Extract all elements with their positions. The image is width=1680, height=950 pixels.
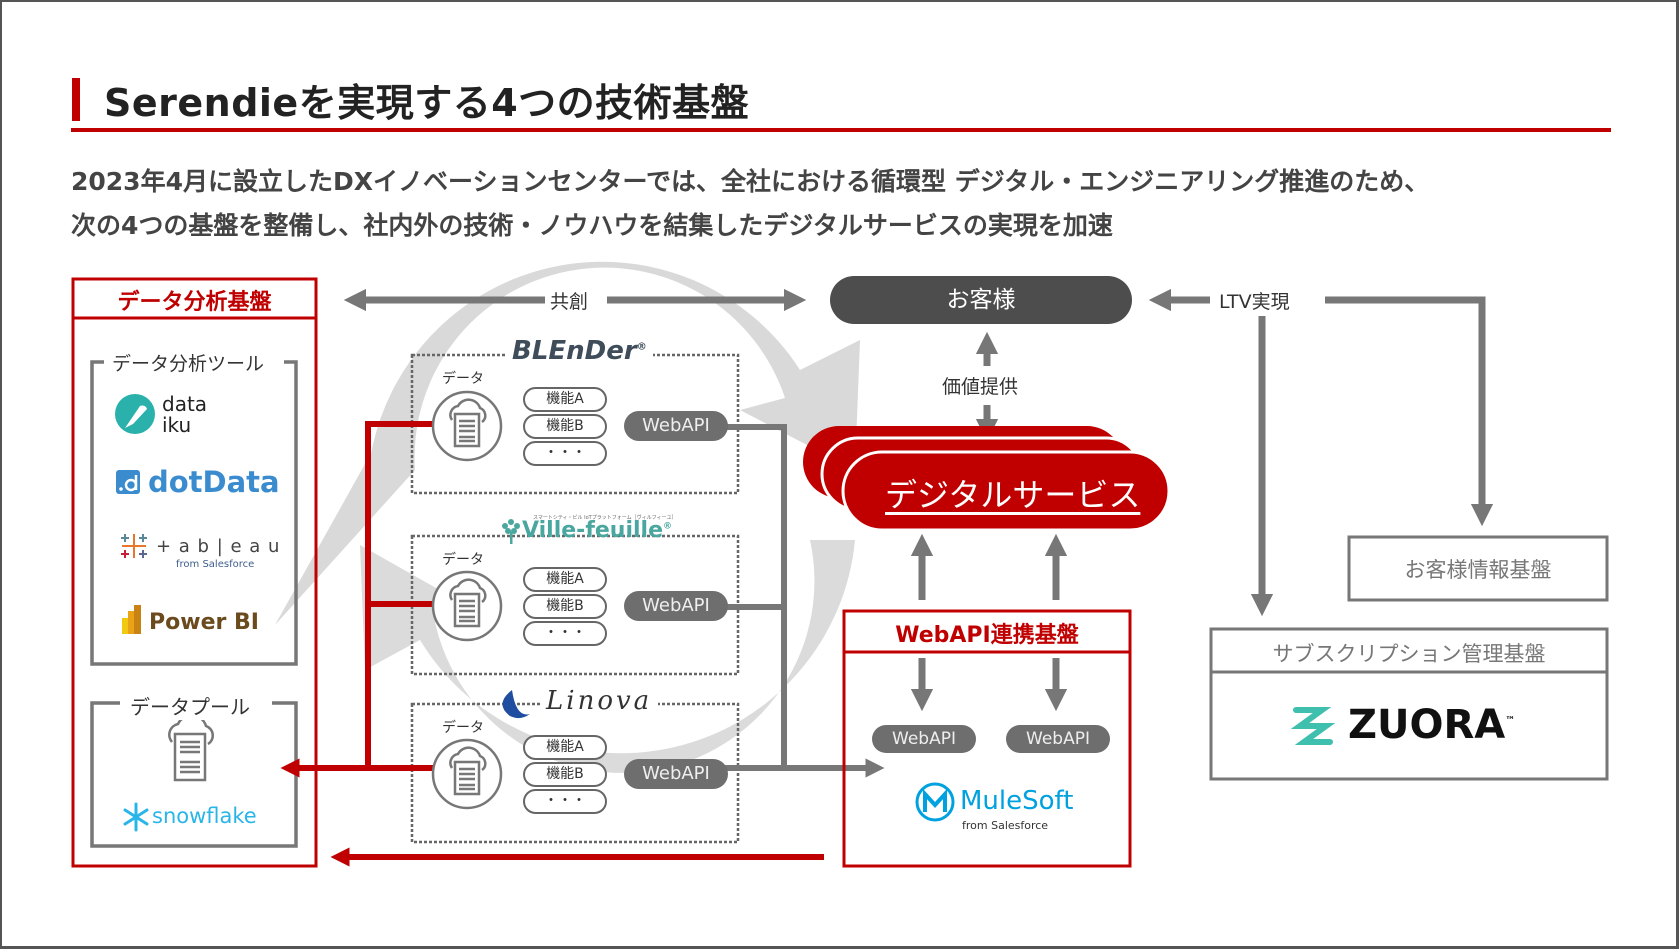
dataiku-logo-line2: iku — [162, 413, 192, 437]
blender-logo: BLEnDer® — [506, 336, 653, 366]
linova-logo: Linova — [540, 686, 659, 716]
lead-line-1: 2023年4月に設立したDXイノベーションセンターでは、全社における循環型 デジ… — [71, 167, 1430, 196]
customer-info-box — [1347, 535, 1609, 602]
webapi-platform-heading: WebAPI連携基盤 — [895, 623, 1079, 648]
villefeuille-logo-text: Ville-feuille — [522, 518, 664, 543]
blender-logo-text: BLEnDer — [512, 336, 637, 366]
zuora-logo-mark: ™ — [1505, 715, 1516, 727]
mulesoft-logo: MuleSoft — [960, 786, 1074, 816]
cycle-swirl-graphic — [275, 261, 860, 773]
webapi-gray-lines — [725, 424, 885, 778]
platform-webapi-badge: WebAPI — [624, 759, 728, 789]
dataiku-logo: data iku — [162, 394, 207, 436]
zuora-logo: ZUORA™ — [1348, 702, 1515, 748]
page-title: Serendieを実現する4つの技術基盤 — [104, 81, 750, 125]
co-creation-label: 共創 — [550, 291, 589, 313]
mulesoft-icon — [915, 782, 955, 822]
ltv-arrow-customer-info — [1325, 296, 1494, 527]
cloud-server-icon — [431, 390, 503, 462]
villefeuille-logo-mark: ® — [663, 521, 673, 532]
zuora-logo-text: ZUORA — [1348, 702, 1506, 748]
tableau-cross-icon — [121, 534, 147, 558]
dataiku-bird-icon — [115, 394, 155, 434]
platform-webapi-badge: WebAPI — [624, 411, 728, 441]
blender-logo-mark: ® — [636, 341, 647, 353]
data-pool-label: データプール — [122, 691, 258, 720]
dotdata-logo: dotData — [148, 465, 280, 499]
linova-swoosh-icon — [502, 690, 530, 719]
dataiku-logo-line1: data — [162, 392, 208, 416]
webapi-platform-box — [842, 609, 1132, 868]
customer-info-label: お客様情報基盤 — [1404, 558, 1552, 582]
powerbi-logo: Power BI — [149, 610, 259, 635]
subscription-heading: サブスクリプション管理基盤 — [1272, 642, 1546, 666]
platform-webapi-badge: WebAPI — [624, 591, 728, 621]
feature-pill: 機能A — [523, 735, 607, 760]
feature-pill: 機能B — [523, 594, 607, 619]
snowflake-icon — [123, 802, 149, 832]
feature-pill: 機能A — [523, 387, 607, 412]
feature-pill: 機能B — [523, 414, 607, 439]
villefeuille-logo-sub: スマートシティ・ビル IoTプラットフォーム［ヴィルフィーユ］ — [533, 515, 677, 521]
digital-service-stack — [803, 426, 1171, 532]
snowflake-logo: snowflake — [152, 804, 257, 828]
villefeuille-tree-icon — [502, 519, 520, 544]
digital-service-label: デジタルサービス — [885, 476, 1141, 514]
mulesoft-logo-sub: from Salesforce — [962, 819, 1049, 832]
data-analysis-heading: データ分析基盤 — [117, 290, 272, 315]
feature-pill: ・・・ — [523, 621, 607, 646]
tableau-logo: + a b | e a u — [156, 536, 281, 557]
tools-label: データ分析ツール — [104, 349, 273, 376]
platform-data-label: データ — [442, 371, 484, 387]
zuora-icon — [1290, 707, 1336, 745]
customer-node: お客様 — [830, 276, 1132, 324]
tools-box — [90, 360, 298, 666]
subscription-box — [1209, 627, 1609, 781]
platform-data-label: データ — [442, 720, 484, 736]
feature-pill: 機能A — [523, 567, 607, 592]
cloud-server-icon — [431, 738, 503, 810]
lead-line-2: 次の4つの基盤を整備し、社内外の技術・ノウハウを結集したデジタルサービスの実現を… — [71, 211, 1113, 240]
title-underline — [71, 128, 1611, 132]
data-pool-box — [90, 701, 298, 848]
data-pool-server-icon — [168, 714, 215, 782]
lead-text: 2023年4月に設立したDXイノベーションセンターでは、全社における循環型 デジ… — [71, 160, 1429, 248]
data-flow-red-lines — [280, 421, 824, 867]
feature-pill: 機能B — [523, 762, 607, 787]
cloud-server-icon — [431, 570, 503, 642]
powerbi-bars-icon — [122, 605, 141, 634]
dotdata-icon — [116, 470, 140, 494]
webapi-badge: WebAPI — [872, 725, 976, 753]
feature-pill: ・・・ — [523, 789, 607, 814]
ltv-label: LTV実現 — [1219, 291, 1290, 313]
value-provision-label: 価値提供 — [942, 376, 1019, 398]
villefeuille-logo: Ville-feuille® — [522, 518, 672, 543]
webapi-badge: WebAPI — [1006, 725, 1110, 753]
title-accent-bar — [72, 78, 80, 121]
feature-pill: ・・・ — [523, 441, 607, 466]
data-analysis-box — [71, 277, 318, 868]
tableau-logo-sub: from Salesforce — [176, 559, 255, 570]
platform-data-label: データ — [442, 552, 484, 568]
